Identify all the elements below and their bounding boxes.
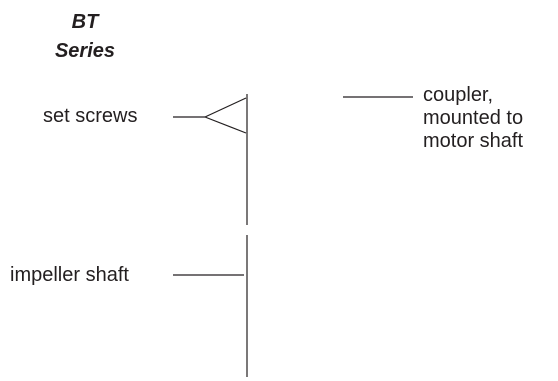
set-screws-label: set screws <box>43 105 138 127</box>
coupler-label-line-1: coupler, <box>423 84 494 106</box>
series-title: BT Series <box>30 8 140 66</box>
coupler-label: coupler, mounted to motor shaft <box>423 84 523 153</box>
coupler-label-line-3: motor shaft <box>423 130 524 152</box>
series-title-line-1: BT <box>71 11 99 33</box>
coupler-label-line-2: mounted to <box>423 107 524 129</box>
set-screws-pointer-lower <box>204 116 247 134</box>
set-screws-pointer-upper <box>204 97 247 118</box>
impeller-shaft-label: impeller shaft <box>10 264 129 286</box>
series-title-line-2: Series <box>54 40 116 62</box>
